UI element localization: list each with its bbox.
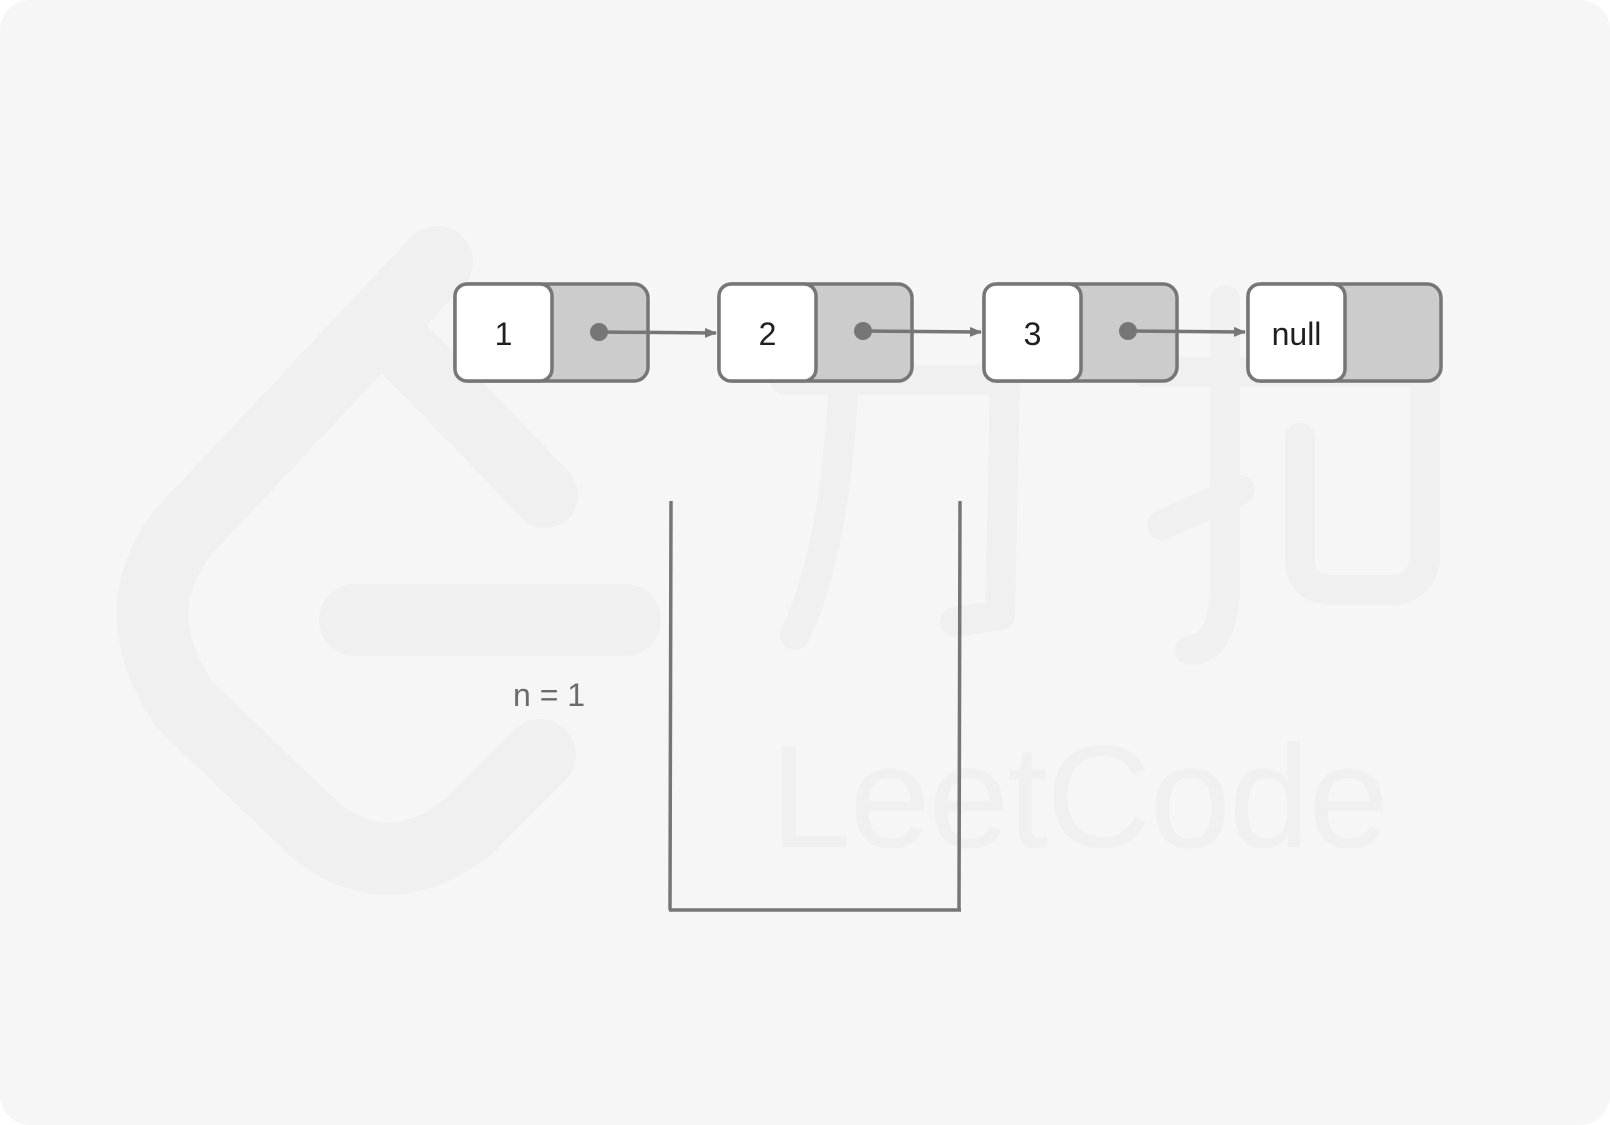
node-value: 2 <box>759 316 777 352</box>
value-cell <box>982 282 1083 383</box>
watermark-logo: LeetCode <box>116 226 1440 895</box>
watermark-text: LeetCode <box>770 715 1387 878</box>
list-node: 3 <box>982 282 1179 383</box>
linked-list: 1 2 3 null <box>453 282 1443 383</box>
next-pointer-arrow <box>862 326 982 337</box>
value-cell <box>717 282 818 383</box>
node-value: 1 <box>495 316 513 352</box>
list-node: 2 <box>717 282 914 383</box>
value-cell <box>453 282 554 383</box>
node-value: 3 <box>1024 316 1042 352</box>
stack-left-wall <box>668 500 673 911</box>
stack-right-wall <box>957 500 962 911</box>
list-node: 1 <box>453 282 650 383</box>
node-value: null <box>1272 316 1322 352</box>
next-pointer-arrow <box>1127 326 1246 337</box>
stack-label: n = 1 <box>513 677 585 713</box>
next-pointer-arrow <box>598 327 717 338</box>
list-node: null <box>1246 282 1443 383</box>
value-cell <box>1246 282 1347 383</box>
stack-container <box>668 500 962 912</box>
leetcode-logo-icon <box>116 226 661 895</box>
